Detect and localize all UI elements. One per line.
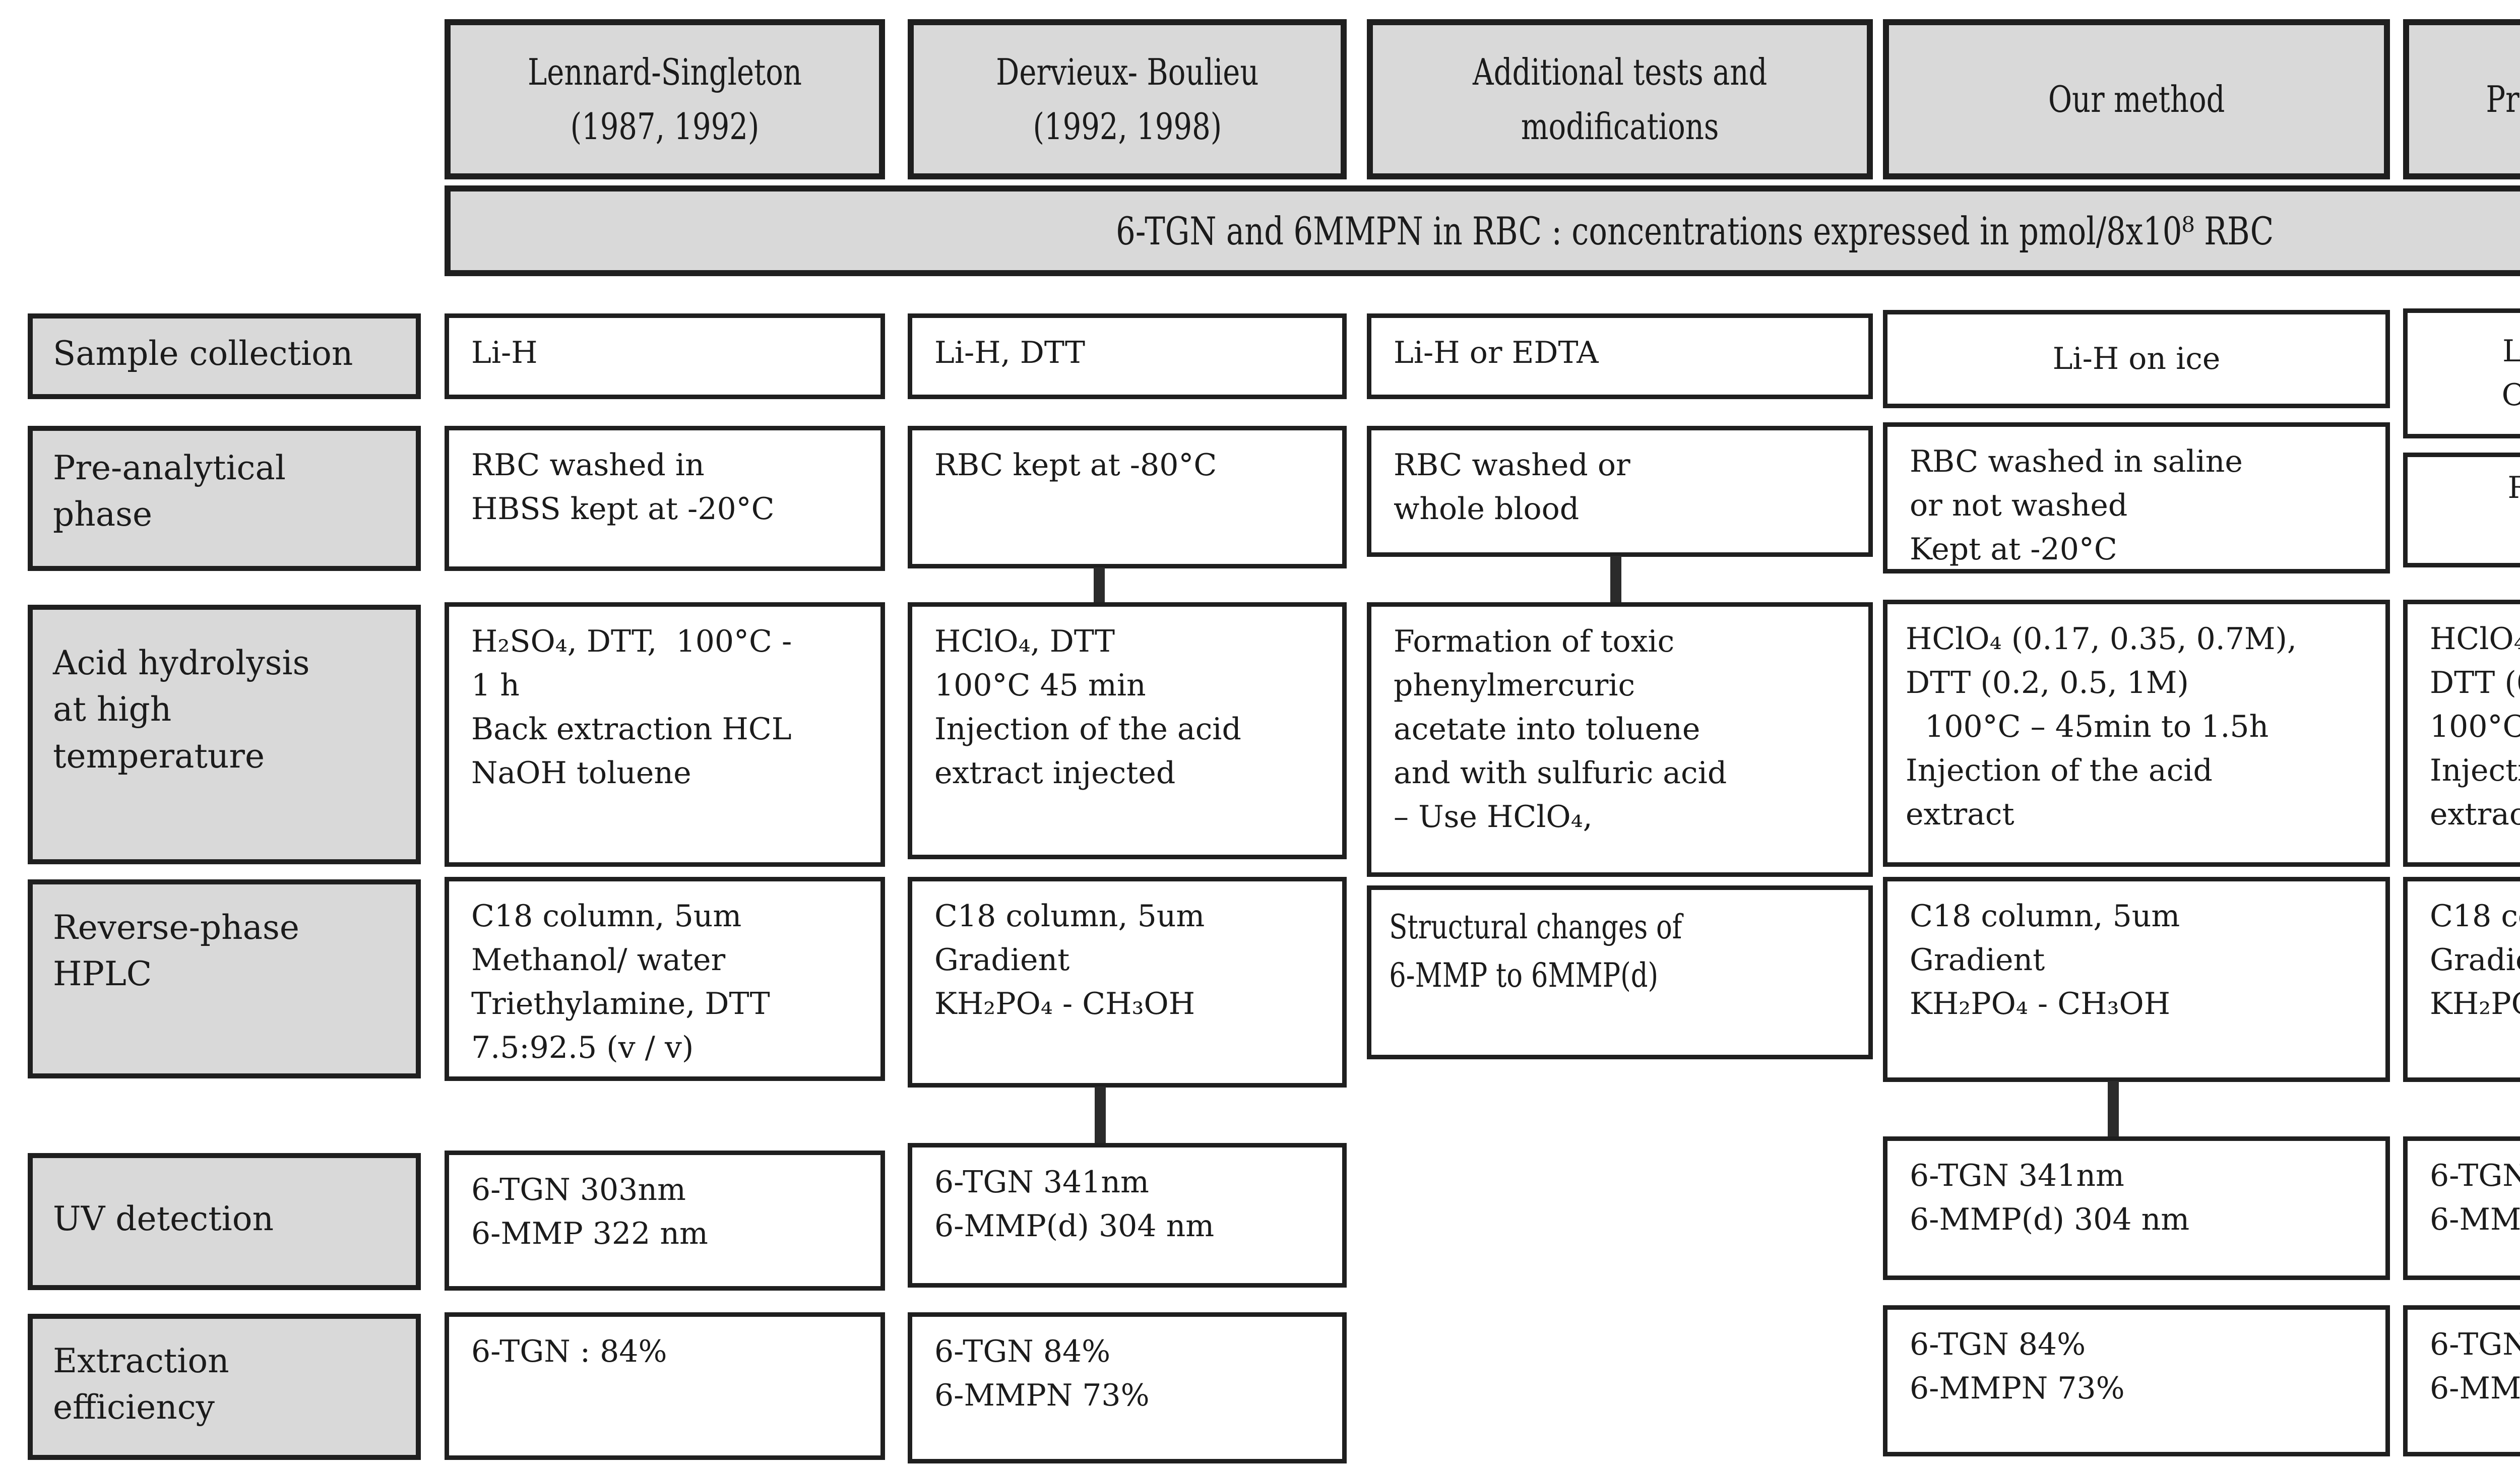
row-label-reverse-phase-hplc-text: Reverse-phase HPLC: [53, 908, 299, 994]
header-our-method: Our method: [1883, 19, 2390, 179]
cell-additional-hplc-text: Structural changes of 6-MMP to 6MMP(d): [1389, 908, 1682, 995]
cell-dervieux-sample-text: Li-H, DTT: [934, 335, 1086, 370]
row-label-pre-analytical-phase: Pre-analytical phase: [28, 426, 421, 571]
units-banner: 6-TGN and 6MMPN in RBC : concentrations …: [445, 185, 2520, 276]
row-label-uv-detection: UV detection: [28, 1153, 421, 1290]
cell-ourmethod-uv: 6-TGN 341nm 6-MMP(d) 304 nm: [1883, 1136, 2390, 1280]
header-proposed-standardisation-label: Proposed standardisation: [2486, 78, 2520, 120]
cell-ourmethod-preanalytical: RBC washed in saline or not washed Kept …: [1883, 422, 2390, 573]
row-label-extraction-efficiency: Extraction efficiency: [28, 1314, 421, 1460]
cell-additional-sample: Li-H or EDTA: [1367, 313, 1873, 399]
cell-ourmethod-efficiency: 6-TGN 84% 6-MMPN 73%: [1883, 1305, 2390, 1456]
cell-ourmethod-hplc: C18 column, 5um Gradient KH₂PO₄ - CH₃OH: [1883, 877, 2390, 1082]
row-label-acid-hydrolysis-text: Acid hydrolysis at high temperature: [53, 644, 310, 776]
cell-additional-acid-text: Formation of toxic phenylmercuric acetat…: [1394, 624, 1727, 835]
cell-ourmethod-acid: HClO₄ (0.17, 0.35, 0.7M), DTT (0.2, 0.5,…: [1883, 600, 2390, 867]
cell-lennard-uv-text: 6-TGN 303nm 6-MMP 322 nm: [471, 1172, 708, 1251]
cell-dervieux-acid: HClO₄, DTT 100°C 45 min Injection of the…: [908, 602, 1347, 859]
cell-standard-preanalytical: RBC washed in saline Kept at -20°C: [2403, 453, 2520, 567]
cell-lennard-sample-text: Li-H: [471, 335, 538, 370]
cell-standard-sample: Li-H or EDTA, No DTT On ice, No transfus…: [2403, 308, 2520, 438]
row-label-extraction-efficiency-text: Extraction efficiency: [53, 1341, 229, 1427]
connector-dervieux-pre-acid: [1094, 567, 1105, 604]
cell-lennard-sample: Li-H: [445, 313, 885, 399]
cell-standard-efficiency: 6-TGN : 85% 6-MMPN : 75%: [2403, 1305, 2520, 1456]
row-label-reverse-phase-hplc: Reverse-phase HPLC: [28, 879, 421, 1078]
header-lennard-singleton: Lennard-Singleton (1987, 1992): [445, 19, 885, 179]
row-label-sample-collection-text: Sample collection: [53, 334, 353, 373]
cell-standard-acid-text: HClO₄ (0.35M), DTT (0.2M) 100°C – 1H Inj…: [2430, 621, 2520, 832]
header-dervieux-boulieu: Dervieux- Boulieu (1992, 1998): [908, 19, 1347, 179]
row-label-sample-collection: Sample collection: [28, 313, 421, 399]
cell-ourmethod-sample: Li-H on ice: [1883, 310, 2390, 408]
connector-ourmethod-hplc-uv: [2108, 1081, 2119, 1138]
cell-additional-preanalytical-text: RBC washed or whole blood: [1394, 448, 1630, 527]
header-additional-tests-label: Additional tests and modifications: [1472, 51, 1768, 148]
cell-standard-uv-text: 6-TGN 341nm 6-MMP(d) 304 nm: [2430, 1158, 2520, 1237]
cell-standard-preanalytical-text: RBC washed in saline Kept at -20°C: [2507, 470, 2520, 505]
cell-dervieux-sample: Li-H, DTT: [908, 313, 1347, 399]
header-additional-tests: Additional tests and modifications: [1367, 19, 1873, 179]
connector-dervieux-hplc-uv: [1095, 1087, 1106, 1144]
cell-ourmethod-acid-text: HClO₄ (0.17, 0.35, 0.7M), DTT (0.2, 0.5,…: [1906, 621, 2297, 832]
cell-dervieux-uv: 6-TGN 341nm 6-MMP(d) 304 nm: [908, 1143, 1347, 1288]
cell-dervieux-hplc: C18 column, 5um Gradient KH₂PO₄ - CH₃OH: [908, 877, 1347, 1088]
cell-ourmethod-preanalytical-text: RBC washed in saline or not washed Kept …: [1910, 444, 2243, 567]
cell-ourmethod-hplc-text: C18 column, 5um Gradient KH₂PO₄ - CH₃OH: [1910, 899, 2180, 1022]
cell-lennard-efficiency: 6-TGN : 84%: [445, 1312, 885, 1460]
cell-dervieux-efficiency: 6-TGN 84% 6-MMPN 73%: [908, 1312, 1347, 1463]
cell-dervieux-uv-text: 6-TGN 341nm 6-MMP(d) 304 nm: [934, 1165, 1215, 1244]
row-label-pre-analytical-phase-text: Pre-analytical phase: [53, 449, 286, 534]
header-dervieux-boulieu-label: Dervieux- Boulieu (1992, 1998): [995, 51, 1259, 148]
cell-standard-efficiency-text: 6-TGN : 85% 6-MMPN : 75%: [2430, 1327, 2520, 1406]
cell-ourmethod-uv-text: 6-TGN 341nm 6-MMP(d) 304 nm: [1910, 1158, 2190, 1237]
cell-standard-hplc-text: C18 column, 5um Gradient KH₂PO₄ - CH₃OH: [2430, 899, 2520, 1022]
cell-additional-acid: Formation of toxic phenylmercuric acetat…: [1367, 602, 1873, 877]
cell-dervieux-preanalytical-text: RBC kept at -80°C: [934, 448, 1217, 483]
cell-dervieux-hplc-text: C18 column, 5um Gradient KH₂PO₄ - CH₃OH: [934, 899, 1205, 1022]
cell-dervieux-acid-text: HClO₄, DTT 100°C 45 min Injection of the…: [934, 624, 1241, 791]
cell-ourmethod-sample-text: Li-H on ice: [2052, 341, 2221, 376]
header-lennard-singleton-label: Lennard-Singleton (1987, 1992): [527, 51, 802, 148]
row-label-acid-hydrolysis: Acid hydrolysis at high temperature: [28, 605, 421, 864]
cell-lennard-uv: 6-TGN 303nm 6-MMP 322 nm: [445, 1151, 885, 1291]
cell-standard-acid: HClO₄ (0.35M), DTT (0.2M) 100°C – 1H Inj…: [2403, 600, 2520, 867]
cell-dervieux-preanalytical: RBC kept at -80°C: [908, 426, 1347, 568]
row-label-uv-detection-text: UV detection: [53, 1199, 274, 1238]
cell-standard-uv: 6-TGN 341nm 6-MMP(d) 304 nm: [2403, 1136, 2520, 1280]
cell-lennard-acid: H₂SO₄, DTT, 100°C - 1 h Back extraction …: [445, 602, 885, 867]
cell-lennard-acid-text: H₂SO₄, DTT, 100°C - 1 h Back extraction …: [471, 624, 792, 791]
units-banner-label: 6-TGN and 6MMPN in RBC : concentrations …: [1116, 208, 2274, 253]
cell-additional-hplc: Structural changes of 6-MMP to 6MMP(d): [1367, 885, 1873, 1059]
cell-additional-preanalytical: RBC washed or whole blood: [1367, 426, 1873, 557]
header-our-method-label: Our method: [2048, 78, 2225, 120]
cell-lennard-hplc-text: C18 column, 5um Methanol/ water Triethyl…: [471, 899, 770, 1065]
cell-lennard-efficiency-text: 6-TGN : 84%: [471, 1334, 667, 1369]
cell-lennard-hplc: C18 column, 5um Methanol/ water Triethyl…: [445, 877, 885, 1081]
cell-lennard-preanalytical-text: RBC washed in HBSS kept at -20°C: [471, 448, 775, 527]
header-proposed-standardisation: Proposed standardisation: [2403, 19, 2520, 179]
cell-dervieux-efficiency-text: 6-TGN 84% 6-MMPN 73%: [934, 1334, 1150, 1413]
cell-standard-sample-text: Li-H or EDTA, No DTT On ice, No transfus…: [2501, 334, 2520, 413]
cell-standard-hplc: C18 column, 5um Gradient KH₂PO₄ - CH₃OH: [2403, 877, 2520, 1082]
connector-additional-pre-acid: [1610, 556, 1621, 604]
cell-additional-sample-text: Li-H or EDTA: [1394, 335, 1599, 370]
cell-ourmethod-efficiency-text: 6-TGN 84% 6-MMPN 73%: [1910, 1327, 2125, 1406]
cell-lennard-preanalytical: RBC washed in HBSS kept at -20°C: [445, 426, 885, 571]
